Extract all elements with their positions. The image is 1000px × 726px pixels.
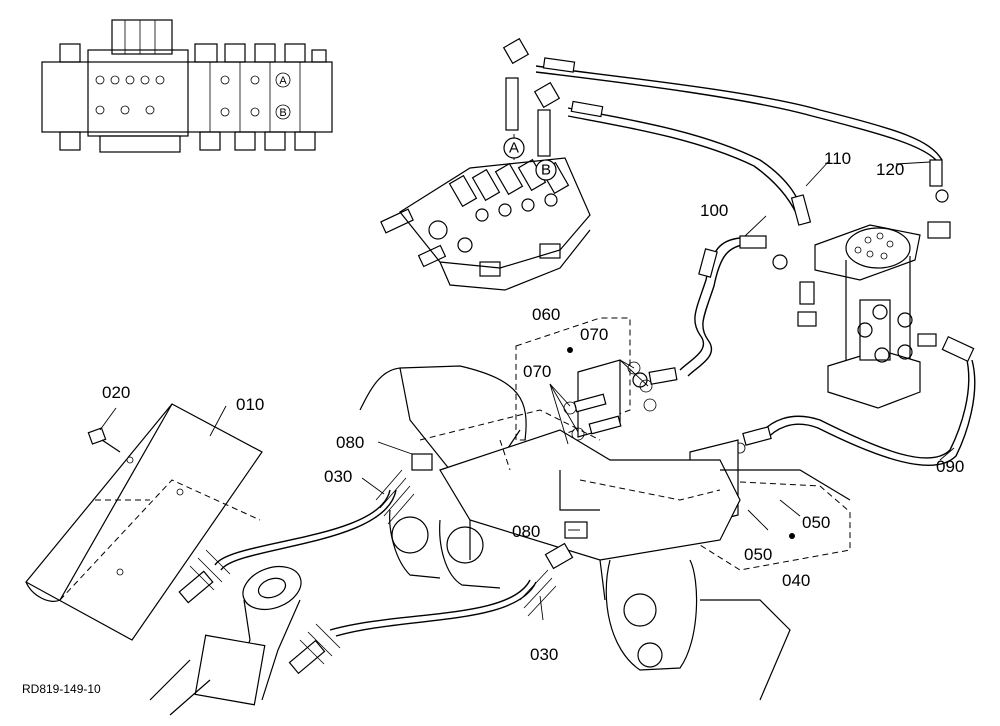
- label-080-upper: 080: [336, 433, 364, 452]
- leader-lines: [99, 159, 955, 621]
- inset-port-b-label: B: [279, 107, 286, 119]
- label-030-lower: 030: [530, 645, 558, 664]
- label-120: 120: [876, 160, 904, 179]
- control-valve: [380, 157, 591, 291]
- part-labels: 010 020 030 030 040 050 050 060 070 070 …: [102, 149, 964, 664]
- swing-bracket: [359, 365, 851, 701]
- swing-cylinder: [149, 549, 341, 716]
- label-050-right: 050: [802, 513, 830, 532]
- label-050-left: 050: [744, 545, 772, 564]
- hose-030-lines: [214, 453, 588, 637]
- port-b-label: B: [541, 162, 551, 179]
- drawing-reference-code: RD819-149-10: [22, 682, 101, 696]
- inset-port-a-label: A: [279, 75, 287, 87]
- port-fittings: A B: [502, 37, 561, 181]
- port-a-label: A: [509, 140, 519, 157]
- swivel-joint: [814, 224, 937, 409]
- label-070-upper: 070: [580, 325, 608, 344]
- hose-110-120: [535, 57, 951, 327]
- label-070-left: 070: [523, 362, 551, 381]
- adaptor-group-060: [515, 317, 657, 453]
- control-valve-inset: A B: [41, 19, 333, 153]
- label-010: 010: [236, 395, 264, 414]
- label-080-lower: 080: [512, 522, 540, 541]
- label-030-upper: 030: [324, 467, 352, 486]
- bolt-020: [87, 427, 121, 453]
- label-100: 100: [700, 201, 728, 220]
- cover-010: [25, 403, 263, 641]
- label-110: 110: [824, 149, 851, 168]
- label-020: 020: [102, 383, 130, 402]
- hose-100: [632, 235, 788, 388]
- label-060: 060: [532, 305, 560, 324]
- label-040: 040: [782, 571, 810, 590]
- label-090: 090: [936, 457, 964, 476]
